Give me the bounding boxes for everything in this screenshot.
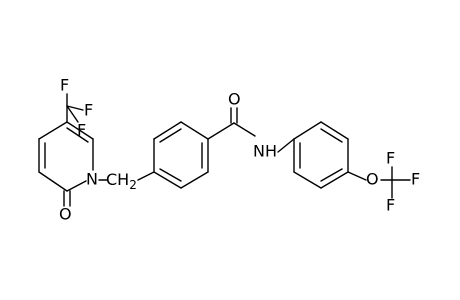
bond-r6-r1 [293,121,322,140]
bond-b6-b1 [153,171,182,189]
bond-b3-b4 [180,121,209,140]
bond-carbonyl-nh [233,122,256,137]
bond-ring-carbonyl [207,122,235,140]
bond-lines [38,93,411,207]
atom-labels: F F F N O CH2 O NH O F F F [59,76,420,224]
bond-r3-r4 [320,171,349,189]
carbonyl-oxygen-label: O [59,205,72,224]
bond-r3-r4-inner [320,168,343,182]
bond-c5-c6-inner [66,127,89,143]
fluorine-label-4: F [386,149,395,168]
amide-nh-label: NH [253,142,277,161]
bond-r5-r6-inner [320,128,343,143]
bond-ch2-ring [137,171,155,181]
amide-oxygen-label: O [228,90,241,109]
bond-nh-ring [277,138,295,153]
bond-cf3-f2 [66,105,84,111]
bond-c5-c6 [66,121,94,140]
fluorine-label-3: F [77,121,86,140]
bond-c4-c5 [38,121,68,140]
bond-r5-r6 [320,121,349,140]
bond-n1-c2 [66,180,87,192]
bond-b5-b6 [180,171,209,189]
bond-c2-c3 [38,171,68,192]
bond-b2-b3-inner [159,128,182,143]
bond-cf3-f3 [66,105,79,123]
bond-b2-b3 [153,121,182,140]
fluorine-label-1: F [60,76,69,95]
methylene-label: CH2 [106,170,137,192]
bond-ring-o3 [347,171,367,181]
fluorine-label-6: F [386,196,395,215]
ring-nitrogen-label: N [86,170,98,189]
fluorine-label-2: F [84,101,93,120]
ether-oxygen-label: O [366,170,379,189]
fluorine-label-5: F [411,170,420,189]
bond-b6-b1-inner [159,168,182,182]
bond-r2-r3 [293,171,322,189]
